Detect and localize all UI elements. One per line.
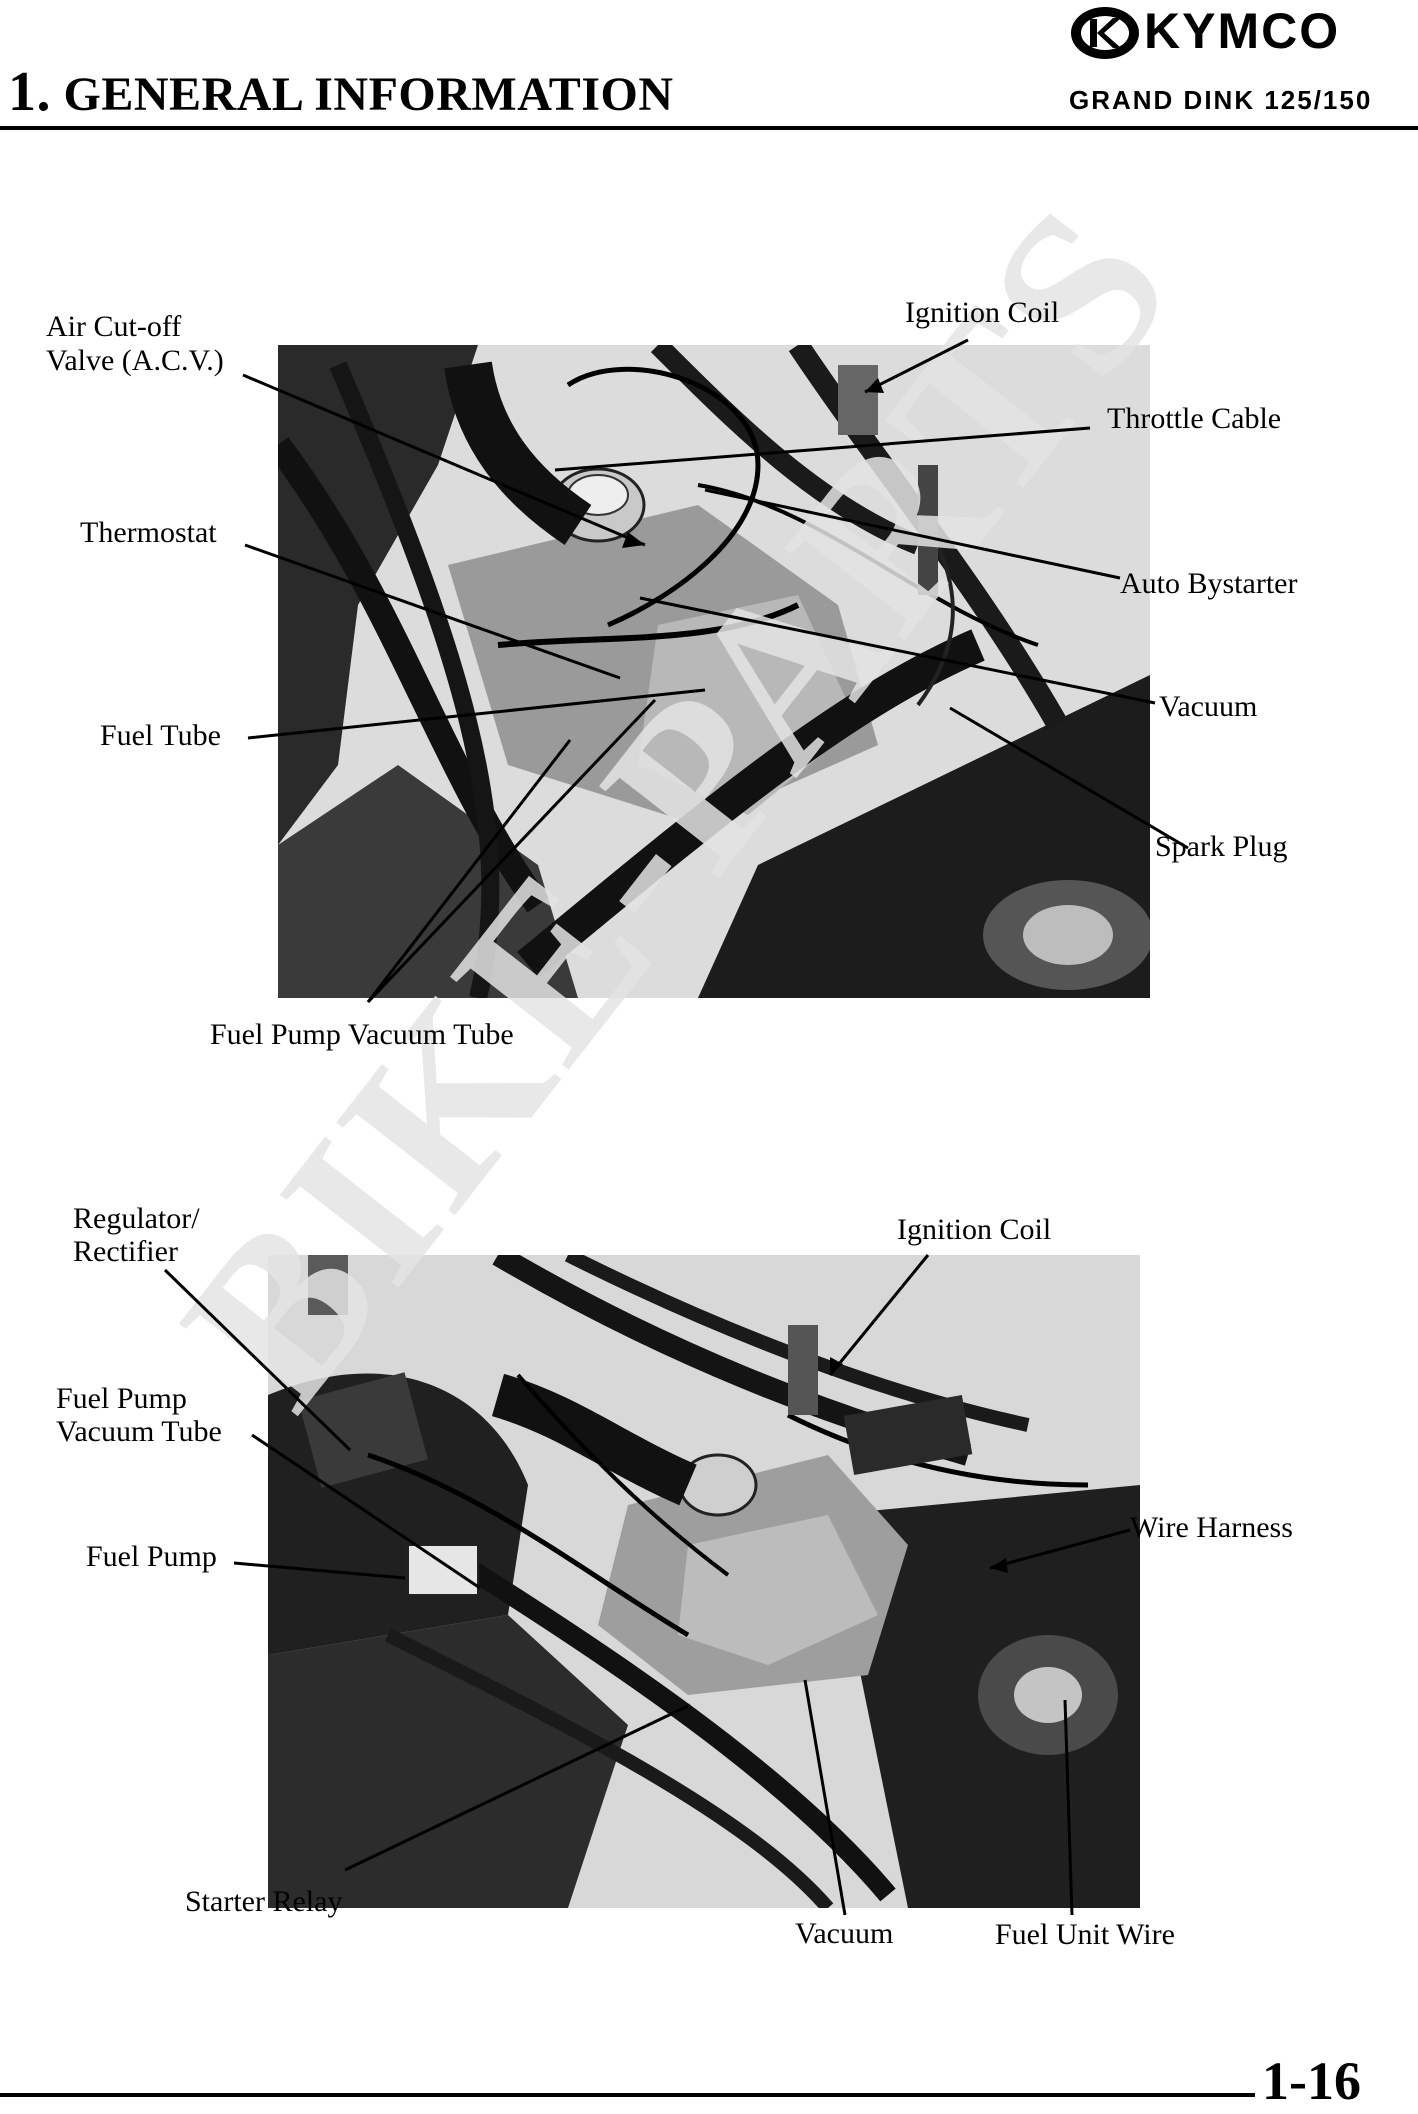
label-regulator-line1: Regulator/ [73,1202,200,1235]
label-spark-plug: Spark Plug [1155,830,1288,863]
chapter-number: 1. [8,61,51,123]
chapter-title-text: GENERAL INFORMATION [63,68,674,121]
label-fuel-pump-vacuum-tube-top: Fuel Pump Vacuum Tube [210,1018,514,1051]
label-fuel-pump: Fuel Pump [86,1540,217,1573]
kymco-logo-icon [1071,7,1139,59]
label-regulator-line2: Rectifier [73,1235,178,1268]
label-wire-harness: Wire Harness [1130,1511,1293,1544]
chapter-title: 1. GENERAL INFORMATION [8,60,674,124]
label-fuel-unit-wire: Fuel Unit Wire [995,1918,1175,1951]
page-number: 1-16 [1262,2051,1361,2111]
label-acv-line2: Valve (A.C.V.) [46,344,224,377]
header-rule [0,126,1418,130]
label-thermostat: Thermostat [80,516,217,549]
kymco-logo: KYMCO [1068,3,1413,62]
label-fpvt-bottom-line1: Fuel Pump [56,1382,187,1415]
brand-name: KYMCO [1144,3,1341,59]
footer-rule [0,2093,1255,2097]
label-ignition-coil-top: Ignition Coil [905,296,1060,329]
label-vacuum-top: Vacuum [1159,690,1258,723]
model-name: GRAND DINK 125/150 [1069,85,1373,115]
label-ignition-coil-bottom: Ignition Coil [897,1213,1052,1246]
label-fuel-tube: Fuel Tube [100,719,221,752]
label-fpvt-bottom-line2: Vacuum Tube [56,1415,222,1448]
label-starter-relay: Starter Relay [185,1885,343,1918]
label-vacuum-bottom: Vacuum [795,1917,894,1950]
label-auto-bystarter: Auto Bystarter [1120,567,1298,600]
label-throttle-cable: Throttle Cable [1107,402,1282,435]
label-acv-line1: Air Cut-off [46,310,182,343]
